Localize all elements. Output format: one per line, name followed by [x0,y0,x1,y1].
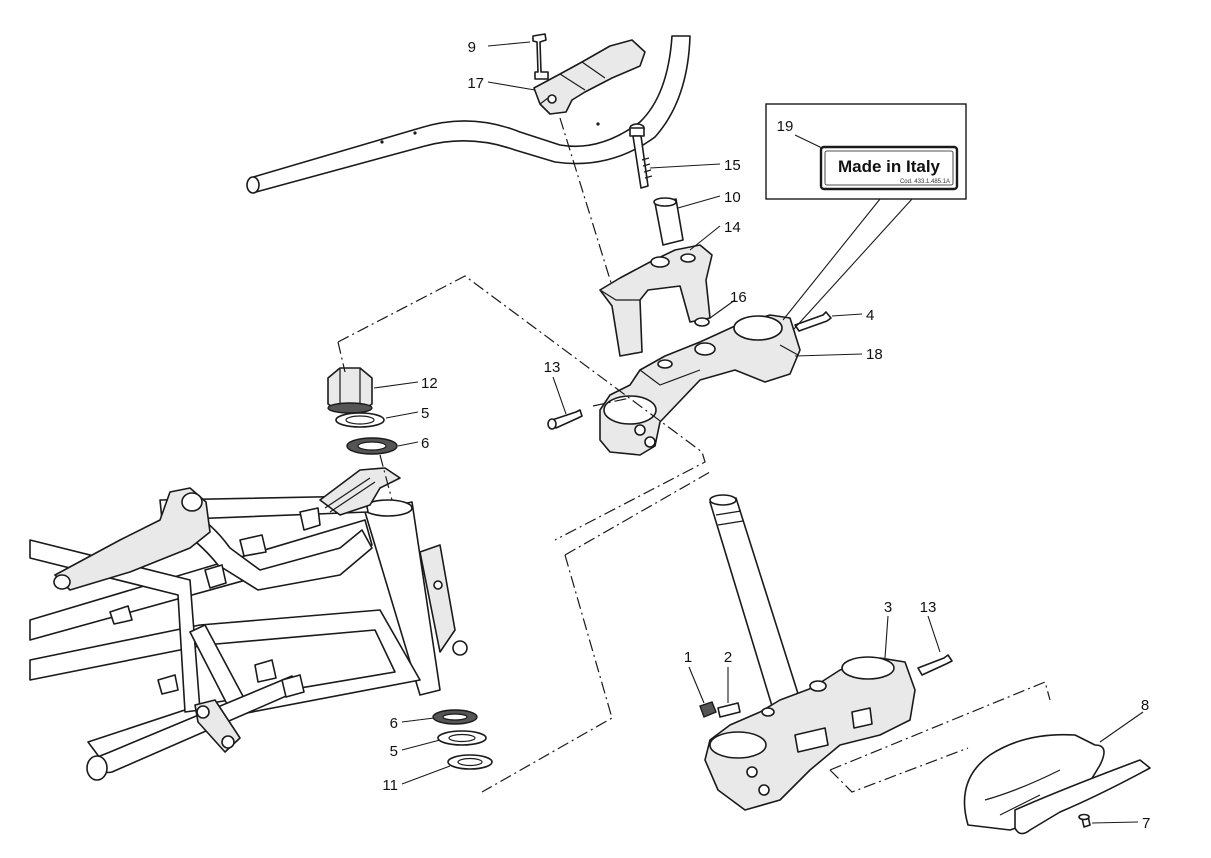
handlebar-riser [599,244,713,357]
steering-nut [327,367,373,414]
leader-lines [373,41,1144,824]
callout-10: 10 [724,189,741,206]
spacer [653,197,684,246]
handlebar-clamp-assembly [532,33,646,115]
callout-15: 15 [724,157,741,174]
callout-6-lower: 6 [390,715,398,732]
callout-16: 16 [730,289,747,306]
callout-4: 4 [866,307,874,324]
handlebar [246,35,691,194]
callout-13-upper: 13 [544,359,561,376]
small-washer [694,317,710,327]
callout-17: 17 [467,75,484,92]
callout-6-upper: 6 [421,435,429,452]
steering-stem [709,494,801,707]
label-main-text: Made in Italy [838,157,941,176]
callout-2: 2 [724,649,732,666]
callout-14: 14 [724,219,741,236]
callout-8: 8 [1141,697,1149,714]
upper-triple-clamp [599,314,801,456]
made-in-italy-label [819,145,959,191]
callout-5-upper: 5 [421,405,429,422]
dust-seal-upper [335,412,385,428]
nut [699,701,717,718]
callout-3: 3 [884,599,892,616]
callout-13-lower: 13 [920,599,937,616]
label-sub-text: Cod. 433.1.485.1A [900,179,950,185]
callout-18: 18 [866,346,883,363]
callout-1: 1 [684,649,692,666]
callout-9: 9 [468,39,476,56]
lower-triple-clamp [704,656,916,811]
callout-numbers: 9 17 15 10 14 16 4 18 13 12 5 6 6 5 11 1… [382,39,1150,832]
riser-bolt [629,123,653,189]
callout-5-lower: 5 [390,743,398,760]
clamp-screw-top [794,311,832,332]
label-callout-box: Made in Italy Cod. 433.1.485.1A [765,103,967,331]
seal-ring [447,754,493,770]
callout-11: 11 [382,777,398,794]
dust-seal-lower [437,730,487,746]
callout-19: 19 [777,118,794,135]
callout-7: 7 [1142,815,1150,832]
clamp-screw-upper-left [551,409,583,429]
frame [29,467,468,781]
clamp-screw-lower-right [917,654,953,676]
grub-screw [717,702,741,718]
assembly-lines [337,117,1051,793]
steering-cover [963,733,1151,835]
callout-12: 12 [421,375,438,392]
